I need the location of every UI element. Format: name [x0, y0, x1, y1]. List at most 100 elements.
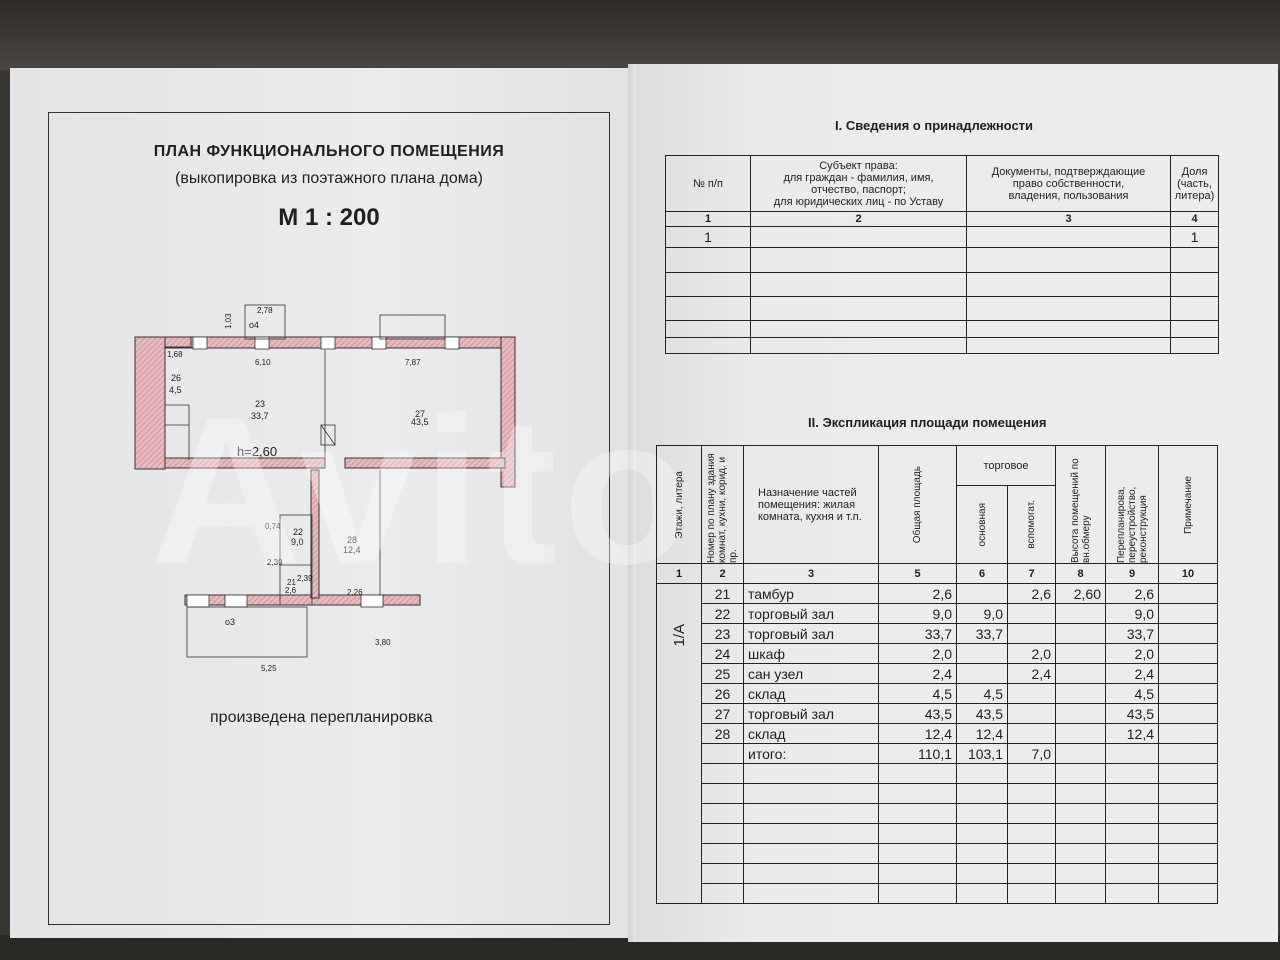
- svg-text:33,7: 33,7: [251, 411, 269, 421]
- cell-name: [743, 823, 879, 844]
- cell-total: 110,1: [878, 743, 957, 764]
- header-note-cell: Примечание: [1158, 445, 1218, 564]
- colnum: 10: [1158, 563, 1218, 584]
- svg-text:1,68: 1,68: [167, 350, 183, 359]
- cell-note: [1158, 743, 1218, 764]
- cell-note: [1158, 663, 1218, 684]
- cell-aux: 2,0: [1007, 643, 1056, 664]
- plan-subtitle: (выкопировка из поэтажного плана дома): [175, 170, 483, 187]
- cell-replan: 2,6: [1105, 583, 1159, 604]
- cell-total: 2,0: [878, 643, 957, 664]
- cell-name: тамбур: [743, 583, 879, 604]
- svg-text:h=2,60: h=2,60: [237, 444, 277, 459]
- cell-height: [1055, 783, 1106, 804]
- cell-total: [878, 843, 957, 864]
- colnum: 7: [1007, 563, 1056, 584]
- owner-cell: [750, 247, 967, 273]
- cell-height: [1055, 723, 1106, 744]
- cell-name: [743, 763, 879, 784]
- cell-main: [956, 643, 1008, 664]
- cell-main: [956, 863, 1008, 884]
- cell-replan: 4,5: [1105, 683, 1159, 704]
- header-main: основная: [976, 502, 988, 547]
- cell-note: [1158, 843, 1218, 864]
- owner-colnum: 1: [665, 211, 751, 227]
- cell-aux: [1007, 723, 1056, 744]
- cell-total: 2,6: [878, 583, 957, 604]
- cell-replan: 2,4: [1105, 663, 1159, 684]
- header-roomno-cell: Номер по плану здания комнат, кухни, кор…: [701, 445, 744, 564]
- colnum: 8: [1055, 563, 1106, 584]
- cell-aux: [1007, 683, 1056, 704]
- cell-total: [878, 803, 957, 824]
- header-purpose: Назначение частей помещения: жилая комна…: [743, 445, 879, 564]
- cell-total: [878, 763, 957, 784]
- cell-total: 4,5: [878, 683, 957, 704]
- cell-aux: [1007, 763, 1056, 784]
- cell-name: склад: [743, 683, 879, 704]
- floor-cell: 1/А: [656, 583, 702, 904]
- cell-note: [1158, 703, 1218, 724]
- owner-cell: [1170, 296, 1219, 321]
- cell-total: [878, 823, 957, 844]
- owner-colnum: 3: [966, 211, 1171, 227]
- cell-height: [1055, 823, 1106, 844]
- empty-row: [657, 763, 1218, 784]
- owner-cell: [750, 337, 967, 354]
- cell-replan: [1105, 883, 1159, 904]
- plan-frame: [48, 112, 610, 925]
- owner-cell: [1170, 247, 1219, 273]
- header-floor-cell: Этажи, литера: [656, 445, 702, 564]
- cell-total: 33,7: [878, 623, 957, 644]
- cell-replan: [1105, 763, 1159, 784]
- owner-cell: [665, 337, 751, 354]
- cell-room-no: 23: [701, 623, 744, 644]
- cell-name: итого:: [743, 743, 879, 764]
- svg-text:28: 28: [347, 535, 357, 545]
- owner-cell: [966, 296, 1171, 321]
- cell-note: [1158, 603, 1218, 624]
- colnum: 2: [701, 563, 744, 584]
- cell-replan: [1105, 803, 1159, 824]
- owner-cell: [750, 296, 967, 321]
- cell-height: [1055, 763, 1106, 784]
- cell-height: [1055, 703, 1106, 724]
- cell-total: [878, 863, 957, 884]
- owner-header-share: Доля (часть, литера): [1170, 155, 1219, 212]
- cell-replan: [1105, 843, 1159, 864]
- plan-title: ПЛАН ФУНКЦИОНАЛЬНОГО ПОМЕЩЕНИЯ: [153, 143, 505, 160]
- cell-note: [1158, 583, 1218, 604]
- section1-title: I. Сведения о принадлежности: [835, 118, 1034, 133]
- cell-name: склад: [743, 723, 879, 744]
- owner-cell: [750, 272, 967, 297]
- cell-name: сан узел: [743, 663, 879, 684]
- colnum: 1: [656, 563, 702, 584]
- svg-text:22: 22: [293, 527, 303, 537]
- cell-main: 9,0: [956, 603, 1008, 624]
- svg-text:27: 27: [415, 409, 425, 419]
- cell-name: [743, 883, 879, 904]
- colnum: 3: [743, 563, 879, 584]
- header-floor: Этажи, литера: [673, 470, 685, 539]
- cell-room-no: [701, 743, 744, 764]
- svg-text:26: 26: [171, 373, 181, 383]
- owner-cell: [750, 320, 967, 338]
- owner-cell: [966, 337, 1171, 354]
- svg-text:5,25: 5,25: [261, 664, 277, 673]
- owner-cell: [1170, 337, 1219, 354]
- cell-aux: [1007, 803, 1056, 824]
- svg-text:1,03: 1,03: [224, 313, 233, 329]
- svg-text:o4: o4: [249, 320, 259, 330]
- floor-plan: 2,78 1,03 6,10 7,87 1,68 23 33,7 27 43,5…: [134, 304, 516, 673]
- owner-header-docs: Документы, подтверждающие право собствен…: [966, 155, 1171, 212]
- floor-label: 1/А: [670, 624, 688, 647]
- cell-note: [1158, 683, 1218, 704]
- cell-room-no: [701, 763, 744, 784]
- cell-replan: [1105, 743, 1159, 764]
- cell-height: [1055, 743, 1106, 764]
